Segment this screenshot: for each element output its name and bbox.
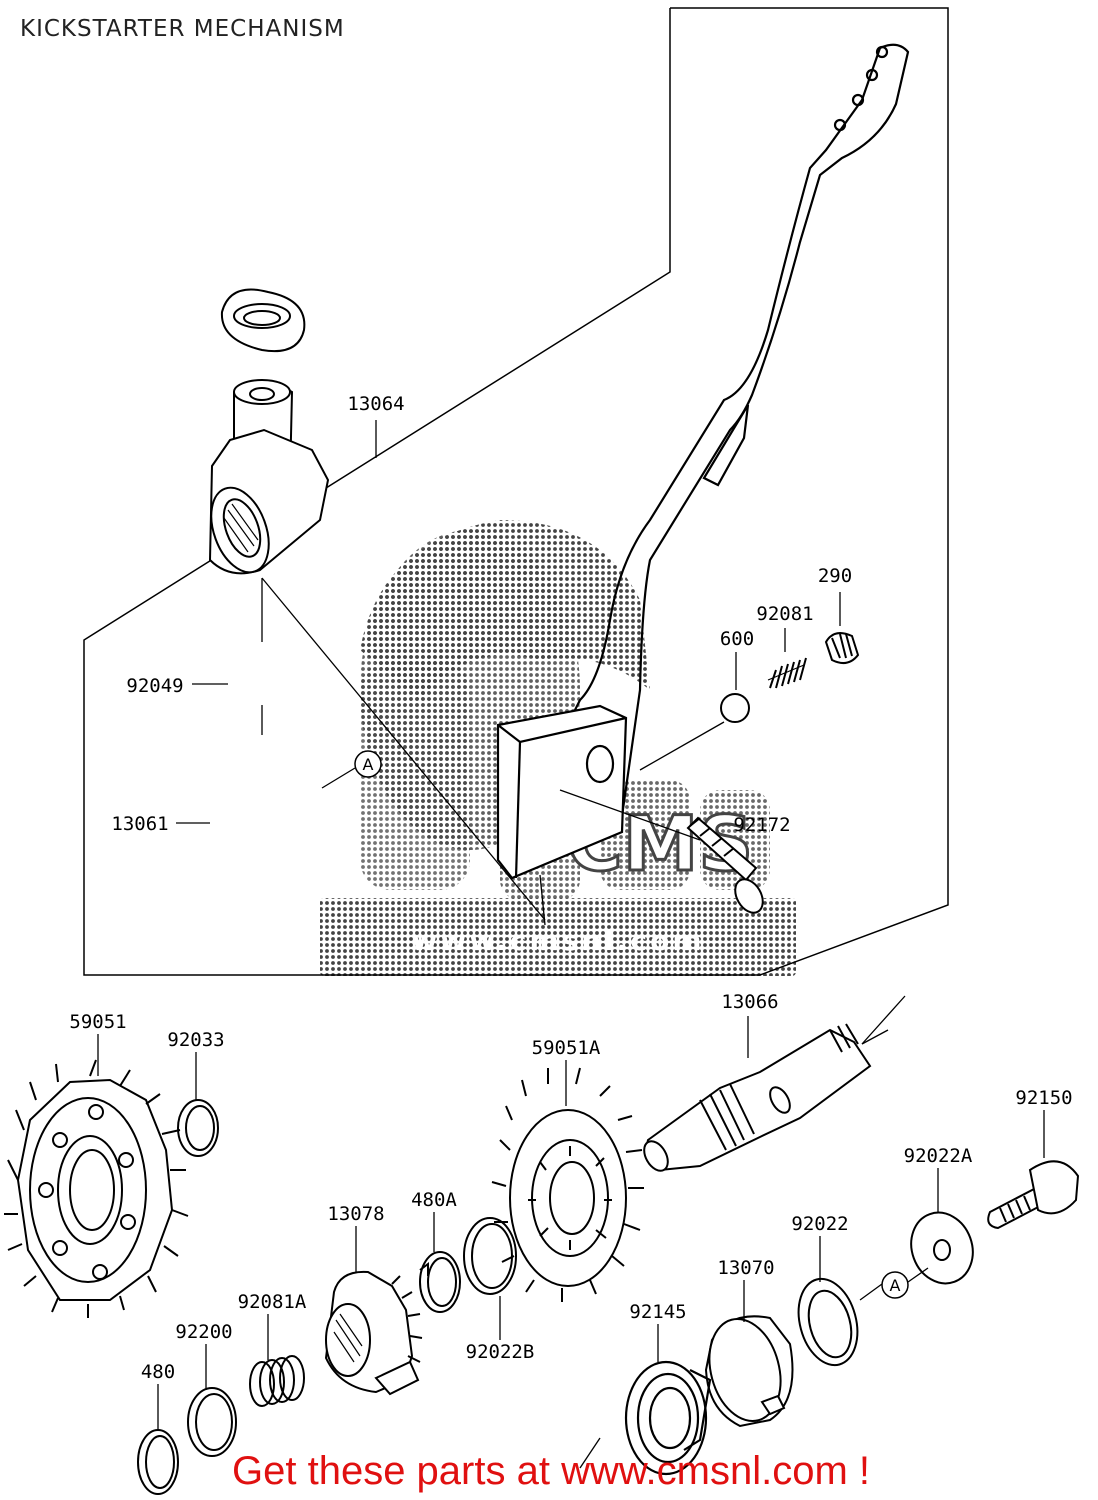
kick-gear-left [4,1059,189,1318]
kick-lever [496,43,910,926]
label-92081: 92081 [756,603,813,625]
callout-a-lower: A [881,1271,909,1299]
label-13070: 13070 [717,1257,774,1279]
label-290: 290 [818,565,852,587]
leader-lines-lower [97,1016,1045,1430]
label-600: 600 [720,628,754,650]
kick-spring-92145 [579,1360,712,1476]
label-92022a: 92022A [904,1145,973,1167]
ratchet-13078 [324,1270,423,1396]
label-92081a: 92081A [238,1291,307,1313]
kick-shaft-housing [208,379,330,575]
spring-guide-13070 [704,1315,794,1428]
label-92033: 92033 [167,1029,224,1051]
oil-seal [220,288,306,352]
label-13078: 13078 [327,1203,384,1225]
spring-92081a [249,1355,305,1407]
label-13061: 13061 [111,813,168,835]
kick-shaft [643,995,906,1172]
label-13066: 13066 [721,991,778,1013]
detent-ball [720,693,750,723]
label-480a: 480A [411,1189,457,1211]
circlip-92033 [177,1099,219,1157]
detent-spring [767,657,807,689]
leader-lines-upper [176,420,841,921]
label-480: 480 [141,1361,175,1383]
label-59051a: 59051A [532,1037,601,1059]
label-92049: 92049 [126,675,183,697]
label-13064: 13064 [347,393,404,415]
page-title: KICKSTARTER MECHANISM [20,16,345,42]
label-92200: 92200 [175,1321,232,1343]
promo-link-text[interactable]: Get these parts at www.cmsnl.com ! [232,1449,870,1493]
label-92022: 92022 [791,1213,848,1235]
bolt-92150 [987,1160,1080,1230]
label-92022b: 92022B [466,1341,535,1363]
part-labels: 13064 290 92081 600 92049 13061 92172 59… [69,393,1072,1383]
label-92150: 92150 [1015,1087,1072,1109]
callout-a-upper: A [354,750,382,778]
pivot-pin [559,789,764,914]
label-92172: 92172 [733,814,790,836]
svg-text:A: A [363,755,374,774]
assembly-frame [83,7,949,976]
washer-92022 [797,1277,859,1367]
label-59051: 59051 [69,1011,126,1033]
kick-gear-center [491,1067,644,1302]
watermark-url: www.cmsnl.com [411,924,704,957]
washer-92022b [463,1217,517,1295]
circlip-480a [419,1251,461,1313]
washer-92200 [187,1387,237,1457]
label-92145: 92145 [629,1301,686,1323]
washer-92022a [910,1211,974,1285]
plug-cap [824,632,860,665]
svg-text:A: A [890,1276,901,1295]
